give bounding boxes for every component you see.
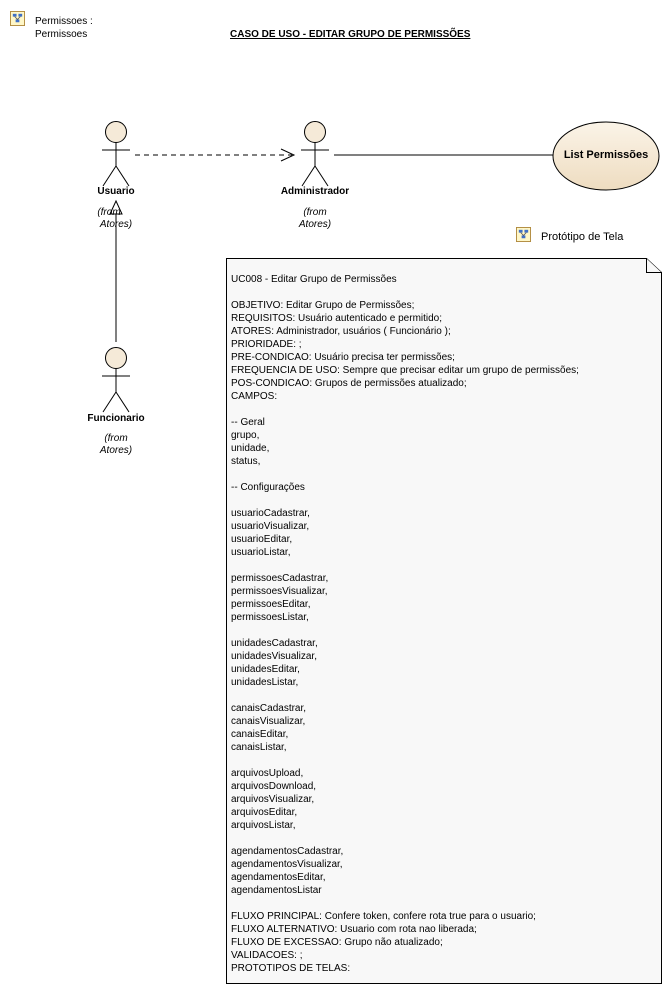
note-line: agendamentosEditar,	[231, 872, 326, 883]
note-line: UC008 - Editar Grupo de Permissões	[231, 274, 397, 285]
generalization-arrowhead	[109, 199, 123, 215]
note-line: permissoesVisualizar,	[231, 586, 328, 597]
note-line	[231, 832, 579, 845]
diagram-title: CASO DE USO - EDITAR GRUPO DE PERMISSÕES	[230, 29, 471, 40]
note-line: FLUXO PRINCIPAL: Confere token, confere …	[231, 911, 536, 922]
note-line: canaisCadastrar,	[231, 703, 307, 714]
usuario-actor-icon[interactable]	[99, 120, 133, 190]
note-line: PROTOTIPOS DE TELAS:	[231, 963, 351, 974]
funcionario-actor-name: Funcionario	[87, 413, 145, 424]
note-line	[231, 754, 579, 767]
note-line: PRIORIDADE: ;	[231, 339, 302, 350]
package-label-line2: Permissoes	[35, 29, 88, 40]
use-case-ellipse[interactable]	[551, 120, 661, 192]
note-line: POS-CONDICAO: Grupos de permissões atual…	[231, 378, 467, 389]
note-line: CAMPOS:	[231, 391, 278, 402]
note-line: usuarioListar,	[231, 547, 291, 558]
note-line	[231, 689, 579, 702]
note-line: arquivosEditar,	[231, 807, 298, 818]
funcionario-actor-icon[interactable]	[99, 346, 133, 416]
note-line: unidadesCadastrar,	[231, 638, 318, 649]
use-case-label: List Permissões	[563, 149, 649, 161]
dependency-arrowhead	[280, 148, 296, 162]
note-shape	[226, 258, 662, 984]
note-line: VALIDACOES: ;	[231, 950, 303, 961]
note-line	[231, 403, 579, 416]
note-line: usuarioVisualizar,	[231, 521, 310, 532]
usuario-actor-origin-line1: (from	[97, 207, 121, 218]
administrador-actor-origin-line2: Atores)	[298, 219, 332, 230]
prototype-diagram-icon[interactable]	[516, 227, 531, 247]
note-line: permissoesListar,	[231, 612, 309, 623]
note-line: unidadesListar,	[231, 677, 299, 688]
administrador-actor-icon[interactable]	[298, 120, 332, 190]
note-line: REQUISITOS: Usuário autenticado e permit…	[231, 313, 443, 324]
administrador-actor-name: Administrador	[280, 186, 350, 197]
funcionario-actor-origin-line2: Atores)	[99, 445, 133, 456]
note-line: ATORES: Administrador, usuários ( Funcio…	[231, 326, 451, 337]
note-line: canaisEditar,	[231, 729, 289, 740]
note-line: arquivosListar,	[231, 820, 296, 831]
funcionario-actor-origin: (from Atores)	[66, 433, 166, 457]
note-line	[231, 897, 579, 910]
administrador-actor-origin-line1: (from	[303, 207, 327, 218]
note-line	[231, 559, 579, 572]
note-line: arquivosVisualizar,	[231, 794, 315, 805]
note-line: grupo,	[231, 430, 260, 441]
note-line: unidadesEditar,	[231, 664, 300, 675]
note-line: unidadesVisualizar,	[231, 651, 317, 662]
usuario-actor-name: Usuario	[97, 186, 135, 197]
package-label: Permissoes : Permissoes	[35, 15, 93, 41]
note-line: FREQUENCIA DE USO: Sempre que precisar e…	[231, 365, 579, 376]
note-line: status,	[231, 456, 261, 467]
note-line: canaisListar,	[231, 742, 287, 753]
note-line	[231, 468, 579, 481]
note-line: agendamentosVisualizar,	[231, 859, 343, 870]
note-line: canaisVisualizar,	[231, 716, 306, 727]
funcionario-actor-origin-line1: (from	[104, 433, 128, 444]
note-line: permissoesCadastrar,	[231, 573, 329, 584]
note-line: FLUXO DE EXCESSAO: Grupo não atualizado;	[231, 937, 443, 948]
note-line: usuarioEditar,	[231, 534, 293, 545]
note-line: agendamentosListar	[231, 885, 322, 896]
note-line	[231, 494, 579, 507]
administrador-actor-origin: (from Atores)	[265, 207, 365, 231]
note-line	[231, 624, 579, 637]
note-line: permissoesEditar,	[231, 599, 311, 610]
package-diagram-icon[interactable]	[10, 11, 25, 31]
package-label-line1: Permissoes :	[35, 16, 93, 27]
note-line: usuarioCadastrar,	[231, 508, 310, 519]
note-text-block: UC008 - Editar Grupo de Permissões OBJET…	[231, 273, 579, 975]
note-line: PRE-CONDICAO: Usuário precisa ter permis…	[231, 352, 455, 363]
usuario-actor-origin: (from Atores)	[76, 207, 156, 231]
note-line: OBJETIVO: Editar Grupo de Permissões;	[231, 300, 415, 311]
note-line: -- Configurações	[231, 482, 305, 493]
prototype-link-label[interactable]: Protótipo de Tela	[541, 231, 624, 243]
usuario-actor-origin-line2: Atores)	[99, 219, 133, 230]
note-line: arquivosDownload,	[231, 781, 317, 792]
note-line: unidade,	[231, 443, 270, 454]
note-line: arquivosUpload,	[231, 768, 304, 779]
note-line: -- Geral	[231, 417, 265, 428]
note-line: agendamentosCadastrar,	[231, 846, 344, 857]
note-line	[231, 286, 579, 299]
note-line: FLUXO ALTERNATIVO: Usuario com rota nao …	[231, 924, 477, 935]
